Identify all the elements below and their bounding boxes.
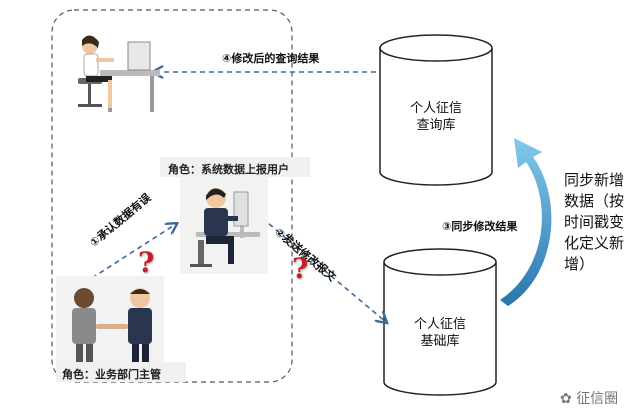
- query-db-label-line1: 个人征信: [409, 101, 462, 116]
- step4-label: ④修改后的查询结果: [222, 52, 320, 65]
- sync-note-line4: 化定义新: [564, 234, 625, 252]
- query-db-label: 个人征信 查询库: [392, 100, 480, 134]
- wechat-icon: ✿: [560, 391, 572, 407]
- sync-arrow: [500, 138, 552, 306]
- watermark-text: 征信圈: [576, 391, 619, 407]
- base-db-label-line1: 个人征信: [413, 317, 466, 332]
- base-database: [383, 248, 497, 396]
- sync-note-line1: 同步新增: [564, 171, 625, 189]
- arrow-step1: [91, 224, 176, 279]
- system-user-role-label: 角色：系统数据上报用户: [168, 163, 289, 176]
- sync-note-line5: 增）: [564, 255, 595, 273]
- query-db-label-line2: 查询库: [416, 118, 456, 133]
- sync-note-line2: 数据（按: [564, 192, 625, 210]
- manager-illustration: [72, 288, 152, 362]
- base-db-label-line2: 基础库: [420, 334, 460, 349]
- base-db-label: 个人征信 基础库: [396, 316, 484, 350]
- step3-label: ③同步修改结果: [442, 220, 518, 233]
- watermark: ✿ 征信圈: [560, 388, 618, 408]
- query-database: [379, 34, 493, 186]
- manager-role-label: 角色：业务部门主管: [62, 368, 161, 381]
- query-user-illustration: [78, 35, 160, 112]
- system-user-role-bg: [160, 157, 310, 177]
- sync-note: 同步新增 数据（按 时间戳变 化定义新 增）: [564, 170, 640, 275]
- manager-role-bg: [56, 362, 186, 382]
- question-mark-manager: ?: [138, 246, 155, 279]
- sync-note-line3: 时间戳变: [564, 213, 625, 231]
- system-user-illustration: [190, 188, 260, 267]
- question-mark-system-user: ?: [292, 252, 309, 285]
